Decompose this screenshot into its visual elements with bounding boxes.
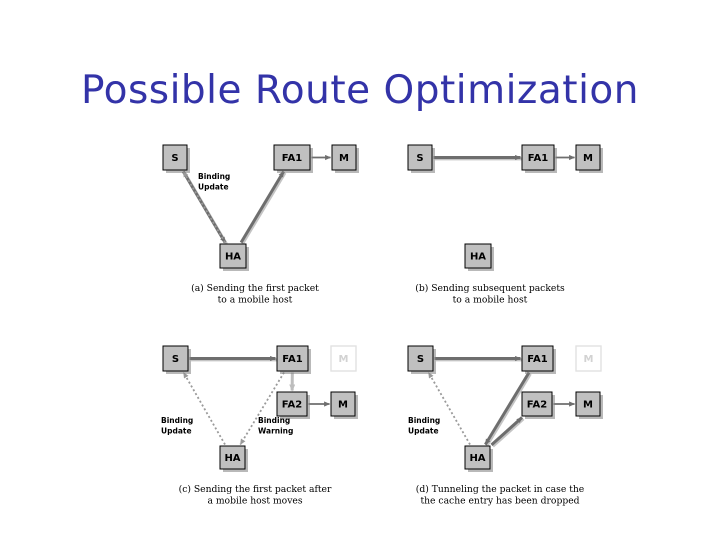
node-c-fa2: FA2 xyxy=(276,391,310,419)
edge-a-ha-to-fa1 xyxy=(239,170,285,244)
edge-d-fa1-to-ha xyxy=(484,371,531,446)
node-box xyxy=(575,144,601,171)
node-label: HA xyxy=(470,252,486,263)
node-box xyxy=(273,144,311,171)
page-title: Possible Route Optimization xyxy=(80,68,640,113)
node-box xyxy=(330,345,357,372)
node-box xyxy=(276,391,308,417)
node-box xyxy=(331,144,357,171)
node-box xyxy=(330,391,356,417)
node-box xyxy=(521,144,555,171)
node-label: HA xyxy=(224,453,240,464)
node-label: S xyxy=(416,153,423,164)
node-b-fa1: FA1 xyxy=(521,144,557,173)
node-box xyxy=(162,345,189,372)
node-b-s: S xyxy=(407,144,435,173)
node-label: HA xyxy=(469,453,485,464)
node-a-m: M xyxy=(331,144,359,173)
caption-d: the cache entry has been dropped xyxy=(420,496,579,507)
edges-layer xyxy=(181,154,576,448)
node-box xyxy=(219,243,247,269)
node-label: M xyxy=(584,354,594,365)
node-d-s: S xyxy=(407,345,436,374)
edge-label-a-0: Update xyxy=(198,183,229,192)
node-c-fa1: FA1 xyxy=(276,345,311,374)
node-box xyxy=(276,345,309,372)
node-d-m: M xyxy=(575,391,603,419)
node-label: M xyxy=(339,153,349,164)
node-label: S xyxy=(172,354,179,365)
node-d-m-ghost: M xyxy=(575,345,602,372)
node-label: FA1 xyxy=(528,153,548,164)
node-box xyxy=(575,345,602,372)
node-label: M xyxy=(339,354,349,365)
caption-a: to a mobile host xyxy=(218,295,293,306)
node-c-ha: HA xyxy=(219,445,248,472)
caption-d: (d) Tunneling the packet in case the xyxy=(416,484,585,495)
node-label: FA1 xyxy=(527,354,547,365)
node-box xyxy=(407,144,433,171)
node-label: M xyxy=(338,400,348,411)
caption-b: (b) Sending subsequent packets xyxy=(415,283,565,294)
node-d-ha: HA xyxy=(464,445,493,472)
node-c-m: M xyxy=(330,391,358,419)
edge-d-ha-to-fa2 xyxy=(490,416,523,447)
node-label: FA2 xyxy=(527,400,547,411)
node-box xyxy=(162,144,188,171)
node-label: HA xyxy=(225,252,241,263)
node-box xyxy=(521,391,553,417)
edge-d-ha-to-s xyxy=(427,371,471,445)
edge-label-d-0: Update xyxy=(408,427,439,436)
caption-a: (a) Sending the first packet xyxy=(191,283,319,294)
caption-c: (c) Sending the first packet after xyxy=(179,484,332,495)
edge-shadow xyxy=(491,417,525,448)
node-label: M xyxy=(583,400,593,411)
node-box xyxy=(407,345,434,372)
node-label: M xyxy=(583,153,593,164)
node-b-ha: HA xyxy=(464,243,494,271)
node-box xyxy=(464,445,491,470)
edge-labels-layer: BindingUpdateBindingUpdateBindingWarning… xyxy=(161,172,440,436)
node-a-s: S xyxy=(162,144,190,173)
edge-label-c-0: Binding xyxy=(161,416,193,425)
node-label: FA1 xyxy=(282,153,302,164)
edge-shadow xyxy=(241,172,287,245)
node-a-ha: HA xyxy=(219,243,249,271)
edge-label-a-0: Binding xyxy=(198,172,230,181)
node-label: FA2 xyxy=(282,400,302,411)
node-box xyxy=(575,391,601,417)
edge-c-fa1-to-ha xyxy=(239,372,285,446)
edge-c-ha-to-s xyxy=(182,371,226,445)
node-a-fa1: FA1 xyxy=(273,144,313,173)
node-label: S xyxy=(171,153,178,164)
node-label: S xyxy=(417,354,424,365)
node-box xyxy=(464,243,492,269)
edge-label-c-0: Update xyxy=(161,427,192,436)
node-box xyxy=(521,345,554,372)
node-d-fa2: FA2 xyxy=(521,391,555,419)
edge-shadow xyxy=(485,373,532,447)
edge-label-d-0: Binding xyxy=(408,416,440,425)
node-d-fa1: FA1 xyxy=(521,345,556,374)
edge-label-c-1: Warning xyxy=(258,427,293,436)
edge-a-ha-to-s xyxy=(182,170,226,243)
caption-b: to a mobile host xyxy=(453,295,528,306)
node-b-m: M xyxy=(575,144,603,173)
edge-label-c-1: Binding xyxy=(258,416,290,425)
node-box xyxy=(219,445,246,470)
node-c-m-ghost: M xyxy=(330,345,357,372)
caption-c: a mobile host moves xyxy=(207,496,302,507)
node-label: FA1 xyxy=(282,354,302,365)
node-c-s: S xyxy=(162,345,191,374)
